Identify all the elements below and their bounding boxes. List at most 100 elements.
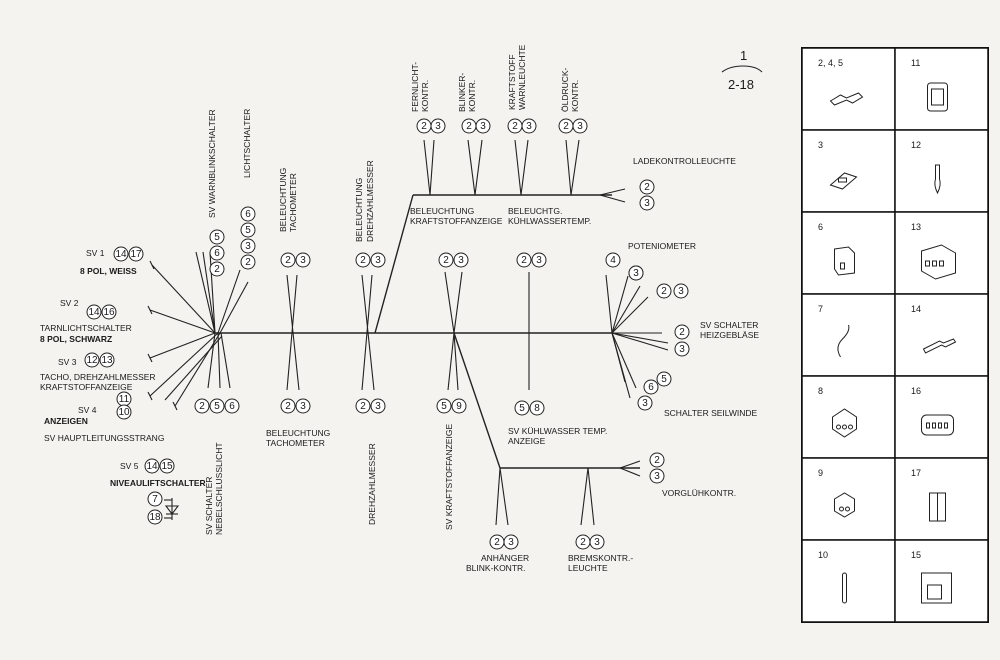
svg-text:3: 3 [458, 255, 464, 266]
pin-heizgeblaese-1: 3 [674, 341, 690, 357]
pin-bel-drehzahl-top-0: 2 [355, 252, 371, 268]
pin-niveau-0: 7 [147, 491, 163, 507]
svg-text:14: 14 [146, 461, 158, 472]
sv4-label: SV 4 [78, 405, 97, 415]
svg-text:2: 2 [285, 255, 291, 266]
svg-text:2: 2 [285, 401, 291, 412]
legend-number: 12 [911, 140, 921, 150]
heizgeblaese-label-1: SV SCHALTER [700, 320, 758, 330]
pin-bel-kraftstoff-1: 3 [453, 252, 469, 268]
legend-number: 15 [911, 550, 921, 560]
svg-text:3: 3 [375, 255, 381, 266]
pin-blinker-0: 2 [461, 118, 477, 134]
legend-number: 10 [818, 550, 828, 560]
pin-anhaenger-0: 2 [489, 534, 505, 550]
pin-seilwinde-0: 5 [656, 371, 672, 387]
sv3-sub: TACHO, DREHZAHLMESSER [40, 372, 156, 382]
pin-nebelschluss-2: 6 [224, 398, 240, 414]
svg-text:2: 2 [245, 257, 251, 268]
blinker-label-1: BLINKER- [457, 73, 467, 112]
bel-tacho-bot-label-1: BELEUCHTUNG [266, 428, 330, 438]
svg-text:3: 3 [375, 401, 381, 412]
pin-warnblink-1: 6 [209, 245, 225, 261]
svg-text:3: 3 [480, 121, 486, 132]
pin-heizgeblaese-0: 2 [674, 324, 690, 340]
pin-drehzahl-bot-1: 3 [370, 398, 386, 414]
multi-pin-housing-icon [927, 82, 948, 112]
legend-cell [894, 129, 989, 213]
pin-sv1-0: 14 [113, 246, 129, 262]
pin-kraftstoff-bot-1: 9 [451, 398, 467, 414]
ref-brace [721, 65, 763, 73]
pin-bremskontr-0: 2 [575, 534, 591, 550]
legend-number: 17 [911, 468, 921, 478]
bel-drehzahl-top-label-2: DREHZAHLMESSER [365, 160, 375, 242]
svg-text:2: 2 [466, 121, 472, 132]
svg-text:3: 3 [644, 198, 650, 209]
pin-poteniometer-c-1: 3 [673, 283, 689, 299]
sv1-label: SV 1 [86, 248, 105, 258]
svg-text:17: 17 [130, 249, 142, 260]
svg-text:8: 8 [534, 403, 540, 414]
svg-text:6: 6 [245, 209, 251, 220]
single-socket-icon [829, 172, 858, 190]
svg-text:3: 3 [633, 268, 639, 279]
pin-bel-kuehl-0: 2 [516, 252, 532, 268]
pin-warnblink-0: 5 [209, 229, 225, 245]
pin-nebelschluss-0: 2 [194, 398, 210, 414]
oeldruck-label-1: ÖLDRUCK- [560, 67, 570, 112]
svg-text:2: 2 [443, 255, 449, 266]
pin-groups: 5626532232323232323232323423232356325623… [84, 118, 690, 550]
bremskontr-label-2: LEUCHTE [568, 563, 608, 573]
pin-vorgluehkontr-1: 3 [649, 468, 665, 484]
svg-text:3: 3 [577, 121, 583, 132]
bel-tacho-top-label-2: TACHOMETER [288, 173, 298, 232]
pin-poteniometer-a-0: 4 [605, 252, 621, 268]
sv2b-sub: 8 POL, SCHWARZ [40, 334, 112, 344]
svg-text:6: 6 [648, 382, 654, 393]
ladekontroll-label: LADEKONTROLLEUCHTE [633, 156, 736, 166]
svg-text:12: 12 [86, 355, 98, 366]
fernlicht-label-1: FERNLICHT- [410, 62, 420, 112]
pin-fernlicht-1: 3 [430, 118, 446, 134]
svg-text:3: 3 [245, 241, 251, 252]
svg-text:11: 11 [119, 394, 130, 405]
pin-sv3-1: 13 [99, 352, 115, 368]
kuehl-anzeige-label-1: SV KÜHLWASSER TEMP. [508, 426, 607, 436]
pin-fernlicht-0: 2 [416, 118, 432, 134]
pin-licht-1: 5 [240, 222, 256, 238]
pin-licht-2: 3 [240, 238, 256, 254]
svg-text:2: 2 [563, 121, 569, 132]
pin-sv2-0: 14 [86, 304, 102, 320]
blade-terminal-icon [922, 338, 957, 354]
anhaenger-label-2: BLINK-KONTR. [466, 563, 526, 573]
bel-tacho-bot-label-2: TACHOMETER [266, 438, 325, 448]
svg-text:6: 6 [214, 248, 220, 259]
svg-text:3: 3 [642, 398, 648, 409]
svg-text:5: 5 [441, 401, 447, 412]
bel-kraftstoff-label-2: KRAFTSTOFFANZEIGE [410, 216, 503, 226]
bullet-terminal-icon [934, 164, 941, 195]
pin-ladekontroll-1: 3 [639, 195, 655, 211]
poteniometer-label: POTENIOMETER [628, 241, 696, 251]
sv1-sub: 8 POL, WEISS [80, 266, 137, 276]
sv4-sub: ANZEIGEN [44, 416, 88, 426]
small-plug-housing-icon [834, 492, 855, 518]
svg-text:4: 4 [610, 255, 616, 266]
pin-sv2-1: 16 [101, 304, 117, 320]
round-plug-housing-icon [832, 408, 857, 438]
bel-tacho-top-label-1: BELEUCHTUNG [278, 168, 288, 232]
large-multi-socket-icon [921, 244, 956, 280]
lichtschalter-label: LICHTSCHALTER [242, 109, 252, 178]
legend-cell [894, 47, 989, 131]
sv3b-sub: KRAFTSTOFFANZEIGE [40, 382, 133, 392]
svg-text:10: 10 [118, 407, 130, 418]
svg-text:5: 5 [245, 225, 251, 236]
blinker-label-2: KONTR. [467, 80, 477, 112]
pin-licht-3: 2 [240, 254, 256, 270]
bremskontr-label-1: BREMSKONTR.- [568, 553, 633, 563]
pin-vorgluehkontr-0: 2 [649, 452, 665, 468]
legend-cell [801, 47, 896, 131]
svg-text:2: 2 [512, 121, 518, 132]
